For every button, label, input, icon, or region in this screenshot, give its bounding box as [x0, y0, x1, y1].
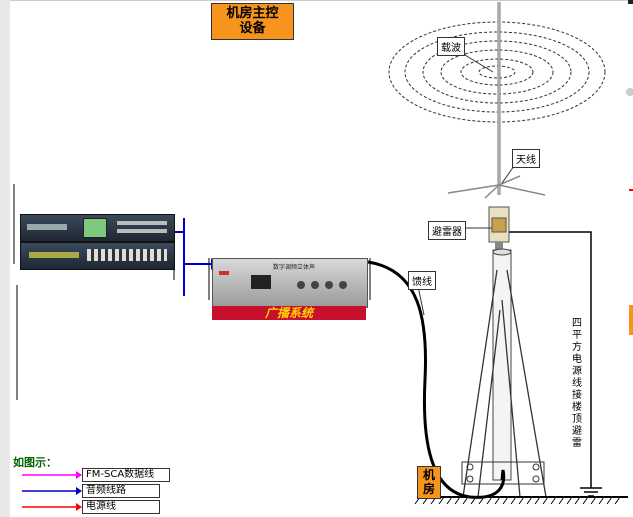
legend: 如图示： FM-SCA数据线 音频线路 电源线: [12, 454, 172, 516]
feeder-cable: [367, 260, 506, 499]
broadcast-system-banner: 广播系统: [212, 306, 366, 320]
legend-arrows: [22, 471, 82, 511]
legend-item-audio: 音频线路: [82, 484, 160, 498]
feeder-cable-label: 馈线: [408, 271, 436, 290]
antenna-label: 天线: [512, 149, 540, 168]
control-room-line2: 设备: [239, 21, 266, 36]
legend-item-fm-sca: FM-SCA数据线: [82, 468, 170, 482]
top-border-line: [10, 0, 633, 1]
rack-equipment: [20, 214, 175, 270]
lightning-arrester-device: [488, 206, 510, 250]
carrier-wave-label: 载波: [437, 37, 465, 56]
legend-title: 如图示：: [13, 456, 57, 469]
ground-line: [414, 496, 628, 505]
left-margin-line: [0, 0, 10, 517]
lightning-arrester-label: 避雷器: [428, 221, 466, 240]
amp-panel-text: 数字调频立体声: [273, 264, 316, 271]
equipment-room-label: 机 房: [417, 466, 441, 499]
control-room-box: 机房主控 设备: [211, 3, 294, 40]
antenna-radials: [447, 175, 546, 199]
ground-symbol: [580, 487, 602, 497]
radiation-pattern: [388, 21, 606, 123]
power-ground-note: 四平方电源线接楼顶避雷: [571, 318, 583, 450]
broadcast-amplifier: 数字调频立体声 广播系统: [212, 258, 368, 320]
legend-item-power: 电源线: [82, 500, 160, 514]
carrier-pointer: [459, 51, 494, 73]
control-room-line1: 机房主控: [226, 6, 279, 21]
ground-wire: [509, 231, 592, 488]
